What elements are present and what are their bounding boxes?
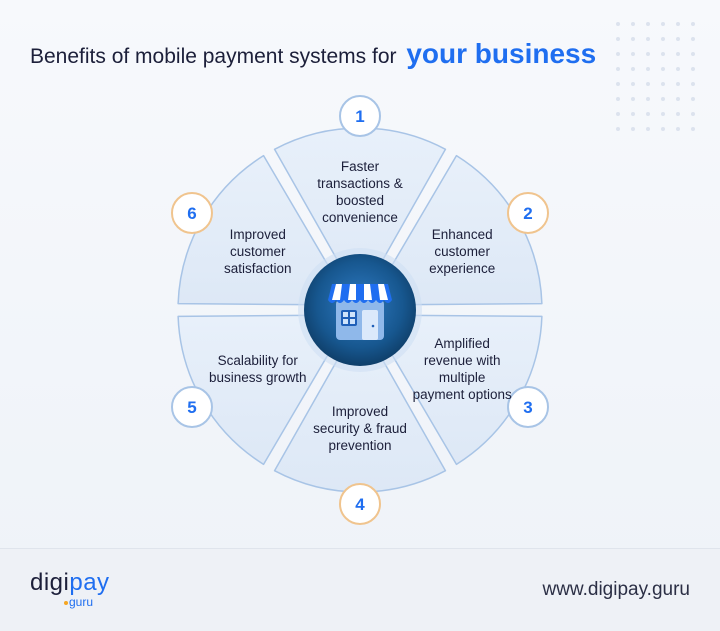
benefit-number-badge-2: 2 [507,192,550,234]
benefit-number-badge-4: 4 [339,483,381,525]
benefit-text-5: Scalability for business growth [209,353,307,385]
benefit-number: 3 [523,398,532,417]
benefit-text-4: Improved security & fraud prevention [313,403,407,453]
website-link[interactable]: www.digipay.guru [542,579,690,600]
benefit-number: 6 [187,204,196,223]
benefit-number: 4 [355,495,365,514]
dot-pattern [616,22,695,131]
page-title: Benefits of mobile payment systems for y… [30,38,710,70]
benefit-text-6: Improved customer satisfaction [224,226,292,276]
storefront-icon [328,284,392,340]
digipay-logo[interactable]: digipay guru [30,569,110,609]
benefit-number-badge-1: 1 [339,95,381,137]
benefit-text-2: Enhanced customer experience [429,226,496,276]
benefit-text-3: Amplified revenue with multiple payment … [412,336,512,402]
footer: digipay guru www.digipay.guru [0,548,720,631]
logo-subtext: guru [64,595,93,609]
benefit-number: 1 [355,107,364,126]
title-highlight: your business [406,38,597,69]
benefit-number-badge-6: 6 [170,192,213,234]
center-hub [298,248,422,372]
benefits-diagram: 1 2 3 4 5 6 [170,95,550,525]
benefit-number-badge-5: 5 [170,386,213,428]
benefit-text-1: Faster transactions & boosted convenienc… [317,159,403,225]
benefit-number: 5 [187,398,196,417]
benefit-number: 2 [523,204,532,223]
title-prefix: Benefits of mobile payment systems for [30,45,397,68]
logo-accent: pay [69,569,110,596]
logo-prefix: digi [30,569,70,596]
benefit-number-badge-3: 3 [507,386,550,428]
